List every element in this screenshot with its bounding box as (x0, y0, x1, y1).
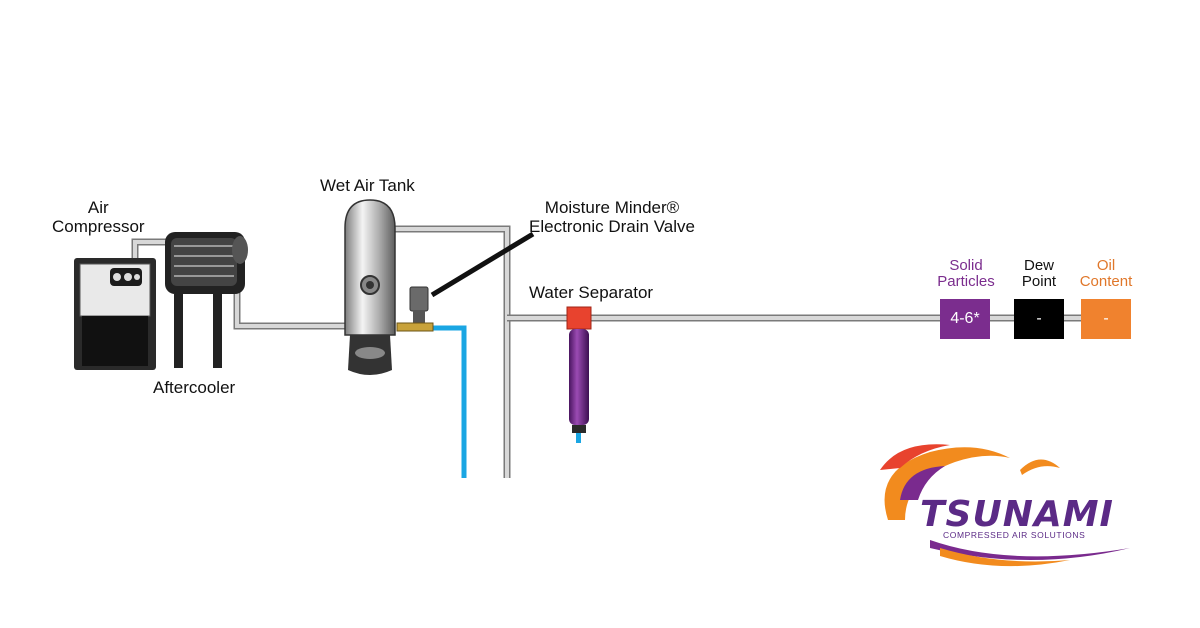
wet-air-tank-label: Wet Air Tank (320, 176, 415, 195)
aftercooler-unit (165, 232, 248, 368)
water-separator-unit (566, 306, 592, 443)
air-compressor-label: Air Compressor (52, 198, 145, 236)
drain-line (430, 325, 467, 478)
drain-valve-label: Moisture Minder® Electronic Drain Valve (529, 198, 695, 236)
aftercooler-label: Aftercooler (153, 378, 236, 397)
tsunami-logo-tagline: COMPRESSED AIR SOLUTIONS (943, 530, 1086, 540)
drain-valve-pointer (430, 231, 535, 298)
wet-air-tank (344, 199, 434, 375)
tsunami-logo-graphic (880, 444, 1130, 567)
solid-particles-value: 4-6* (940, 299, 990, 339)
oil-content-value: - (1081, 299, 1131, 339)
air-compressor-unit (74, 258, 156, 370)
tsunami-logo-wordmark: TSUNAMI (920, 494, 1114, 535)
water-separator-label: Water Separator (529, 283, 654, 302)
dew-point-value: - (1014, 299, 1064, 339)
